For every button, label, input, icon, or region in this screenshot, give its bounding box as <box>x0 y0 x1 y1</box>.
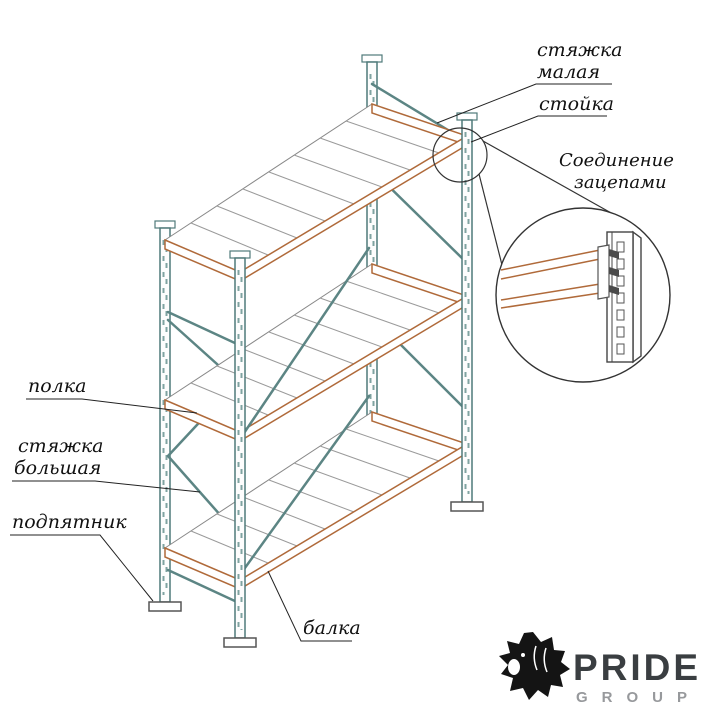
logo-title: PRIDE <box>573 647 701 688</box>
detail-beam-endplate <box>597 244 610 300</box>
bay-diagonal-upper <box>240 246 371 438</box>
label-post: стойка <box>539 93 614 115</box>
hook-connection-detail <box>495 207 671 383</box>
logo-subtitle: GROUP <box>576 689 701 706</box>
foot-plate <box>450 501 484 512</box>
foot-plate <box>148 601 182 612</box>
tie-small-left <box>166 310 239 346</box>
label-tie-small-2: малая <box>537 61 600 83</box>
label-tie-large: стяжка <box>18 435 104 457</box>
lion-muzzle <box>508 659 520 675</box>
post-body <box>234 257 246 639</box>
callouts: стяжка малая стойка Соединение зацепами … <box>10 39 674 642</box>
post-body <box>461 119 473 503</box>
foot-plate <box>223 637 257 648</box>
label-beam: балка <box>303 617 361 639</box>
upright-front-right <box>450 112 484 512</box>
leader-tie-small <box>436 83 612 124</box>
detail-connector-line <box>482 140 614 215</box>
post-cap <box>361 54 383 63</box>
leader-beam <box>267 570 352 642</box>
leader-tie-large <box>12 480 201 493</box>
bay-diagonal-lower <box>240 394 371 574</box>
hook-icon <box>609 267 619 277</box>
bay-diagonal-braces <box>240 246 371 574</box>
detail-beam <box>500 249 601 271</box>
label-hook-joint: Соединение <box>559 150 674 171</box>
shelf-top <box>163 102 469 283</box>
detail-source-circle <box>432 127 488 183</box>
leader-foot <box>10 534 154 602</box>
lion-eye <box>521 653 525 657</box>
label-foot: подпятник <box>12 511 127 533</box>
post-cap <box>154 220 176 229</box>
label-shelf: полка <box>28 375 86 397</box>
shelf-middle <box>163 262 469 443</box>
label-hook-joint-2: зацепами <box>574 172 667 193</box>
detail-connector-line <box>478 173 503 266</box>
tie-small-left-bottom <box>166 568 239 604</box>
hook-icon <box>609 249 619 259</box>
detail-post-side <box>632 230 642 364</box>
hook-icon <box>609 285 619 295</box>
leader-post <box>470 115 607 143</box>
upright-back-left <box>148 220 182 612</box>
pride-group-logo: PRIDE GROUP <box>499 632 701 706</box>
upright-front-left <box>223 250 257 648</box>
leader-shelf <box>26 398 198 414</box>
post-cap <box>229 250 251 259</box>
label-tie-large-2: большая <box>14 457 101 479</box>
lion-icon <box>499 632 570 700</box>
shelf-bottom <box>163 410 469 591</box>
label-tie-small: стяжка <box>537 39 623 61</box>
